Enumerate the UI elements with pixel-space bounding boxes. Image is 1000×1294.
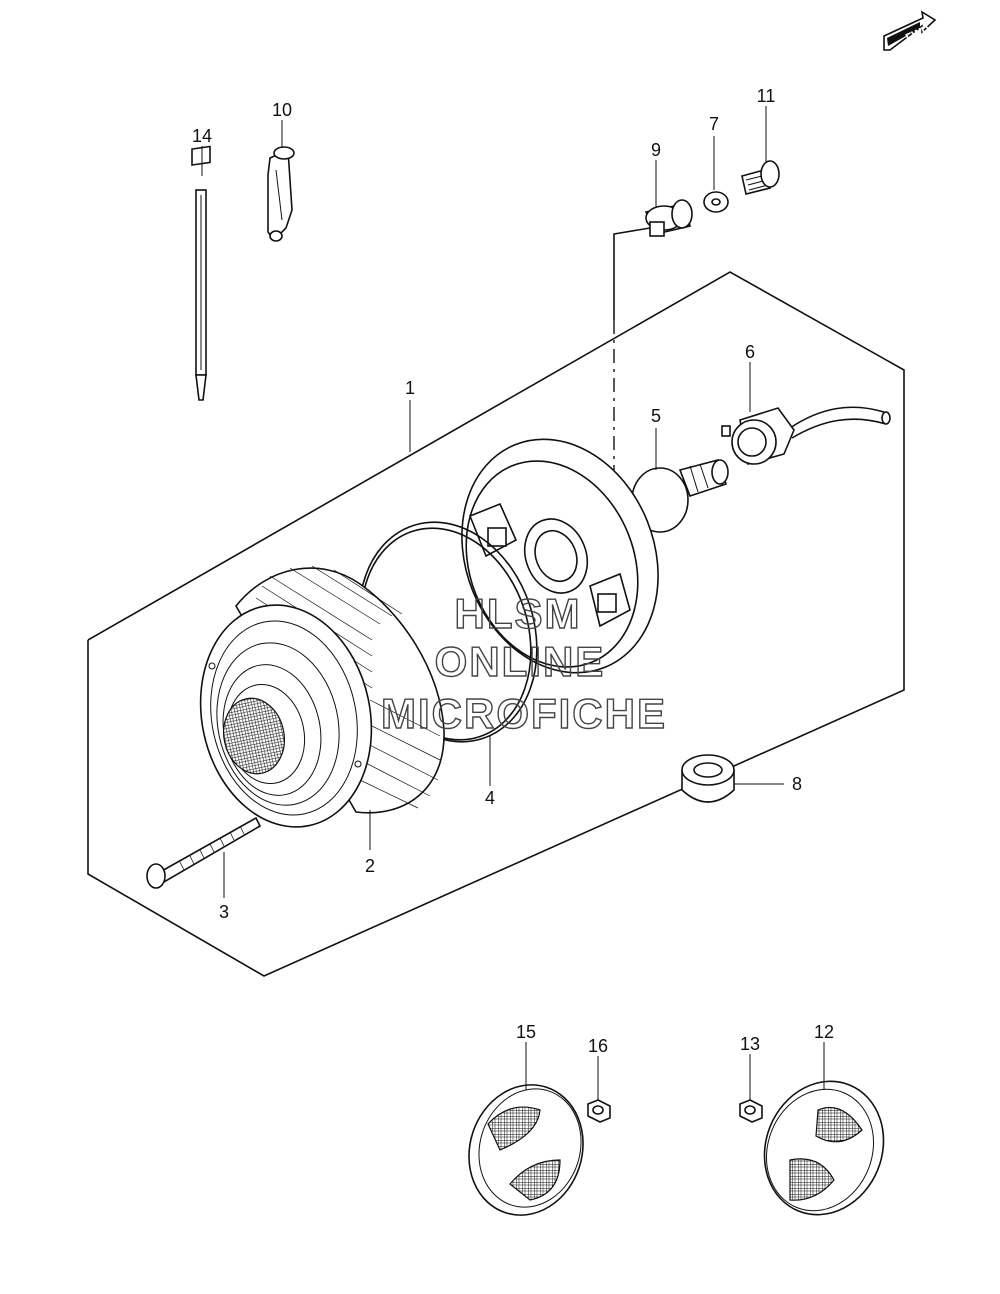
watermark-line3: MICROFICHE [381,690,667,737]
grommet-part-8 [681,754,735,803]
callout-8: 8 [792,774,802,794]
callout-16: 16 [588,1036,608,1056]
fwd-badge: FWD [883,10,937,51]
callout-12: 12 [814,1022,834,1042]
lens-housing-part [199,565,445,828]
assembly-box [87,271,905,977]
nut-part-16 [587,1099,611,1123]
cable-tie-part [191,145,211,401]
watermark: HLSM ONLINE MICROFICHE [380,589,667,737]
clamp-part [267,146,295,242]
housing-back-part [461,438,659,674]
grommet-part-9 [644,199,693,237]
leader-lines [201,106,825,1100]
callout-5: 5 [651,406,661,426]
washer-part [703,191,729,213]
watermark-line2: ONLINE [435,638,606,685]
callout-1: 1 [405,378,415,398]
callout-4: 4 [485,788,495,808]
callout-11: 11 [757,86,776,106]
callout-13: 13 [740,1034,760,1054]
reflector-right-part [763,1080,885,1216]
callout-3: 3 [219,902,229,922]
screw-part-11 [741,160,780,195]
callout-2: 2 [365,856,375,876]
callout-10: 10 [272,100,292,120]
reflector-left-part [468,1084,584,1216]
callout-14: 14 [192,126,212,146]
callout-labels: 1 2 3 4 5 6 7 8 9 10 11 12 13 14 15 16 [192,86,834,1056]
callout-7: 7 [709,114,719,134]
callout-9: 9 [651,140,661,160]
socket-part [721,406,891,466]
long-screw-part [146,816,262,889]
callout-15: 15 [516,1022,536,1042]
watermark-line1: HLSM [455,590,582,637]
dashed-leader [613,227,651,470]
callout-6: 6 [745,342,755,362]
nut-part-13 [739,1099,763,1123]
